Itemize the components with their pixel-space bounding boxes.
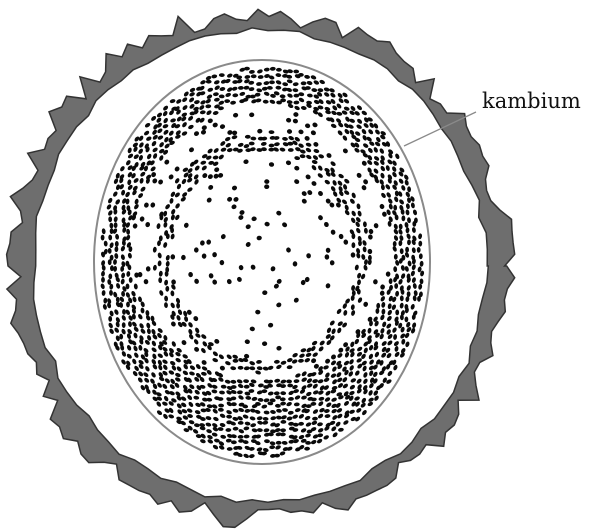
cell (405, 247, 409, 253)
cell (352, 290, 356, 296)
cell (206, 80, 212, 84)
cell (170, 227, 174, 233)
cell (249, 142, 255, 146)
cell (114, 222, 118, 228)
cell (395, 310, 399, 316)
cell (218, 397, 224, 401)
cell (101, 277, 105, 283)
cell (115, 241, 119, 247)
kambium-boundary (94, 60, 430, 464)
cell (288, 148, 294, 152)
cell (276, 68, 282, 72)
cell (101, 235, 105, 241)
kambium-label: kambium (482, 89, 581, 113)
cell (352, 242, 356, 248)
cell (407, 291, 411, 297)
